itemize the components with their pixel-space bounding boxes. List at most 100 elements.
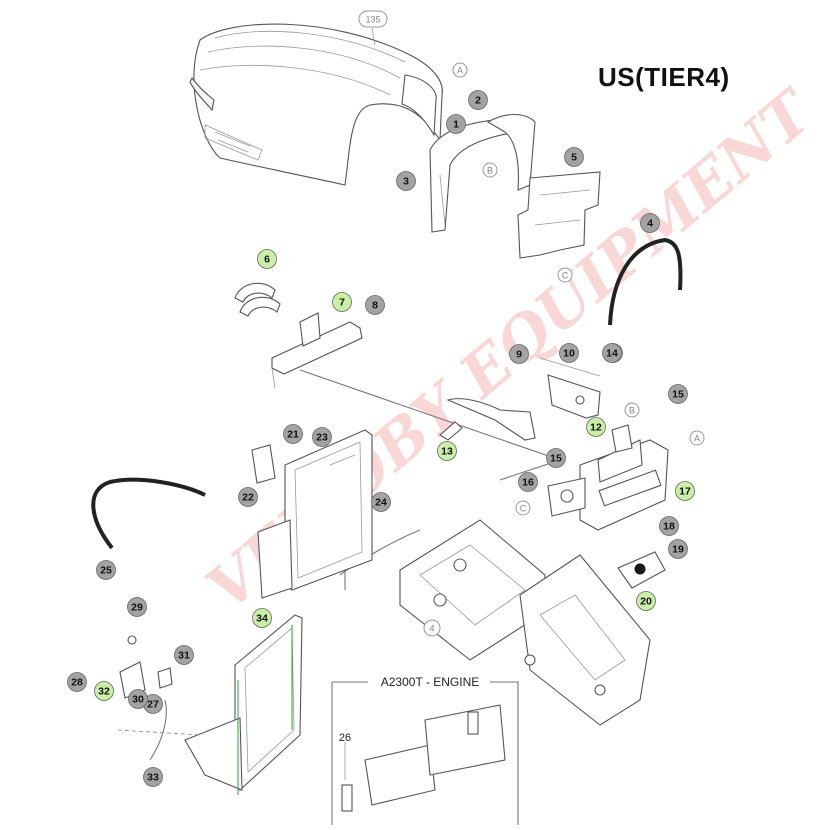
callout-circle [67,672,87,692]
ref-shape [482,162,498,178]
callout-circle [640,213,660,233]
callout-29: 29 [127,597,147,617]
ref-label-A: A [452,62,468,78]
ref-label-135: 135 [358,10,388,28]
callout-labels: 1234567891011121314151516171819202122232… [67,90,695,787]
ref-shape [423,619,441,637]
callout-number: 21 [287,429,299,441]
callout-circle [143,767,163,787]
ref-shape [624,402,640,418]
callout-circle [365,295,385,315]
callout-circle [446,114,466,134]
callout-number: 15 [550,453,562,465]
callout-number: 29 [131,602,143,614]
callout-number: 18 [663,521,675,533]
callout-circle [509,344,529,364]
ref-text: C [562,271,569,281]
callout-17: 17 [675,481,695,501]
callout-31: 31 [174,645,194,665]
callout-circle [252,608,272,628]
callout-circle [127,597,147,617]
callout-circle [283,424,303,444]
callout-circle [564,147,584,167]
hood-assembly [189,23,443,186]
ref-label-4: 4 [423,619,441,637]
ref-label-C: C [515,500,531,516]
ref-text: A [457,66,463,76]
ref-text: A [694,434,700,444]
ref-text: 135 [365,15,380,25]
callout-number: 20 [640,596,652,608]
callout-number: 33 [147,772,159,784]
callout-number: 27 [147,699,159,711]
callout-circle [96,560,116,580]
ref-text: C [520,504,527,514]
callout-circle [437,441,457,461]
plain-labels: 26 [339,732,351,744]
callout-6: 6 [257,249,277,269]
callout-23: 23 [312,427,332,447]
callout-25: 25 [96,560,116,580]
callout-9: 9 [509,344,529,364]
callout-3: 3 [396,171,416,191]
side-panels [429,113,536,233]
clamps-6 [234,282,281,317]
ref-shape [452,62,468,78]
callout-21: 21 [283,424,303,444]
ref-text: 4 [429,624,434,634]
callout-1: 1 [446,114,466,134]
ref-shape [689,430,705,446]
callout-circle [238,487,258,507]
callout-8: 8 [365,295,385,315]
callout-number: 4 [647,218,653,230]
front-bracket-17 [579,424,669,531]
callout-28: 28 [67,672,87,692]
ref-label-A: A [689,430,705,446]
callout-number: 16 [522,477,534,489]
small-hardware [117,635,201,761]
rubber-seal-25 [91,477,206,550]
callout-24: 24 [371,492,391,512]
plain-label-26: 26 [339,732,351,744]
ref-shape [358,10,388,28]
callout-circle [675,481,695,501]
inset-engine-box: A2300T - ENGINE [331,675,519,825]
callout-2: 2 [468,90,488,110]
callout-number: 22 [242,492,254,504]
rubber-seal-4 [608,237,683,326]
callout-number: 8 [372,300,378,312]
callout-32: 32 [94,681,114,701]
ref-label-C: C [557,267,573,283]
callout-number: 1 [453,119,459,131]
callout-circle [602,343,622,363]
callout-circle [396,171,416,191]
callout-16: 16 [518,472,538,492]
bracket-11-13 [439,398,536,441]
callout-19: 19 [668,539,688,559]
ref-shape [515,500,531,516]
callout-number: 25 [100,565,112,577]
ref-label-B: B [624,402,640,418]
block-16 [547,477,586,517]
callout-22: 22 [238,487,258,507]
callout-circle [546,448,566,468]
callout-number: 23 [316,432,328,444]
callout-circle [94,681,114,701]
callout-15: 15 [546,448,566,468]
callout-number: 7 [339,297,345,309]
callout-circle [668,384,688,404]
callout-number: 24 [375,497,387,509]
callout-number: 6 [264,254,270,266]
callout-number: 31 [178,650,190,662]
plate-20 [617,551,666,589]
callout-circle [174,645,194,665]
callout-5: 5 [564,147,584,167]
callout-number: 15 [672,389,684,401]
callout-circle [312,427,332,447]
callout-circle [128,689,148,709]
callout-15: 15 [668,384,688,404]
callout-number: 5 [571,152,577,164]
callout-circle [518,472,538,492]
